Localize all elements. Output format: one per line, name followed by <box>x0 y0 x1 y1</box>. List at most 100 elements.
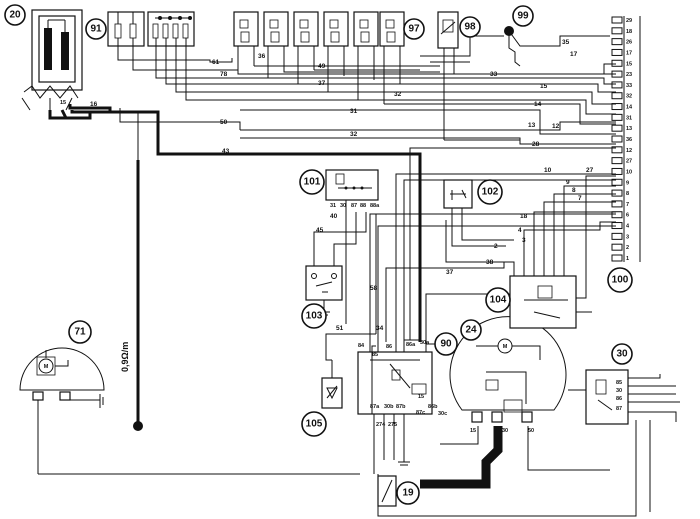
component-91 <box>107 11 195 60</box>
label-97: 97 <box>403 18 425 40</box>
connector-pin-socket <box>611 167 623 175</box>
gauge-motor-letter: M <box>503 344 508 350</box>
motor-letter: M <box>44 364 49 370</box>
connector-pin-label: 15 <box>626 61 632 67</box>
label-103: 103 <box>301 303 327 329</box>
pin-30a-label-90: 30a <box>420 340 430 346</box>
label-90: 90 <box>434 332 458 356</box>
connector-pin-socket <box>611 38 623 46</box>
pin-85-label-90: 85 <box>372 352 378 358</box>
connector-pin-label: 4 <box>626 224 630 230</box>
svg-text:30: 30 <box>616 349 628 360</box>
pin-50-label-24: 50 <box>528 428 534 434</box>
label-99: 99 <box>512 5 534 27</box>
connector-pin-socket <box>611 16 623 24</box>
connector-pin-label: 14 <box>626 105 633 111</box>
svg-text:24: 24 <box>465 325 477 336</box>
svg-text:8: 8 <box>572 187 576 194</box>
connector-pin-label: 6 <box>626 213 629 219</box>
pin-30-label-24: 30 <box>502 428 508 434</box>
component-103 <box>305 212 367 316</box>
pin-30-label-30: 30 <box>616 388 622 394</box>
svg-text:14: 14 <box>534 101 542 108</box>
pin-15b-label-90: 15 <box>418 394 424 400</box>
connector-pin-socket <box>611 157 623 165</box>
svg-text:97: 97 <box>408 24 420 35</box>
svg-text:103: 103 <box>306 311 323 322</box>
wire-labels: 16 36 61 78 37 49 32 31 50 32 43 33 15 1… <box>90 39 594 332</box>
connector-pin-label: 27 <box>626 159 632 165</box>
svg-text:78: 78 <box>220 71 228 78</box>
svg-text:101: 101 <box>304 177 321 188</box>
svg-text:20: 20 <box>9 10 21 21</box>
component-19 <box>377 475 397 507</box>
svg-text:15: 15 <box>540 83 548 90</box>
connector-pin-socket <box>611 232 623 240</box>
svg-text:28: 28 <box>532 141 540 148</box>
connector-pin-label: 29 <box>626 18 632 24</box>
svg-text:35: 35 <box>562 39 570 46</box>
svg-text:27: 27 <box>586 167 594 174</box>
connector-pin-label: 7 <box>626 202 629 208</box>
pin-85-label-30: 85 <box>616 380 622 386</box>
pin-275-label: 275 <box>388 422 397 428</box>
component-101: 31 30 87 88 88a <box>325 169 380 209</box>
connector-pin-socket <box>611 92 623 100</box>
connector-pin-socket <box>611 211 623 219</box>
connector-pin-label: 23 <box>626 72 632 78</box>
label-104: 104 <box>485 287 511 313</box>
connector-pin-label: 13 <box>626 126 632 132</box>
svg-text:3: 3 <box>522 237 526 244</box>
svg-text:50: 50 <box>220 119 228 126</box>
connector-pin-label: 12 <box>626 148 632 154</box>
pin-15-label-24: 15 <box>470 428 476 434</box>
pin-30c-label-90: 30c <box>438 411 447 417</box>
svg-text:40: 40 <box>330 213 338 220</box>
connector-pin-socket <box>611 48 623 56</box>
connector-pin-label: 1 <box>626 256 629 262</box>
component-24: M 15 30 50 <box>420 316 610 489</box>
connector-pin-socket <box>611 189 623 197</box>
connector-pin-socket <box>611 124 623 132</box>
svg-text:37: 37 <box>446 269 454 276</box>
connector-pin-label: 33 <box>626 83 632 89</box>
label-105: 105 <box>301 411 327 437</box>
ground-wire-resistance-label: 0,9Ω/m <box>120 342 130 372</box>
component-104 <box>445 175 616 329</box>
connector-pin-socket <box>611 113 623 121</box>
svg-text:90: 90 <box>440 339 452 350</box>
svg-text:34: 34 <box>376 325 384 332</box>
pin-88-label-101: 88 <box>360 203 366 209</box>
component-102 <box>443 179 514 247</box>
connector-pin-socket <box>611 254 623 262</box>
connector-pin-label: 10 <box>626 169 632 175</box>
svg-text:7: 7 <box>578 195 582 202</box>
pin-87-label-30: 87 <box>616 406 622 412</box>
svg-text:102: 102 <box>482 187 499 198</box>
component-105 <box>321 333 376 409</box>
connector-pin-label: 3 <box>626 234 629 240</box>
connector-pin-socket <box>611 200 623 208</box>
component-30: 85 30 86 87 <box>377 369 680 517</box>
pin-30b-label-90: 30b <box>384 404 394 410</box>
component-98 <box>437 11 459 140</box>
component-90: 84 85 86 86a 30a 87a 30b 87b 87c 86b 30c… <box>357 339 452 474</box>
svg-text:13: 13 <box>528 122 536 129</box>
svg-text:71: 71 <box>74 327 86 338</box>
connector-pin-label: 36 <box>626 137 632 143</box>
svg-text:19: 19 <box>402 488 414 499</box>
label-91: 91 <box>85 18 107 40</box>
svg-text:104: 104 <box>490 295 507 306</box>
connector-pin-socket <box>611 81 623 89</box>
pin-86-label-30: 86 <box>616 396 622 402</box>
connector-pin-socket <box>611 135 623 143</box>
pin-274-label: 274 <box>376 422 386 428</box>
connector-pin-socket <box>611 178 623 186</box>
connector-100 <box>623 16 641 262</box>
connector-pin-socket <box>611 243 623 251</box>
svg-text:98: 98 <box>464 22 476 33</box>
pin-84-label-90: 84 <box>358 343 365 349</box>
pin-86a-label-90: 86a <box>406 342 416 348</box>
svg-text:32: 32 <box>394 91 402 98</box>
connector-pin-socket <box>611 27 623 35</box>
